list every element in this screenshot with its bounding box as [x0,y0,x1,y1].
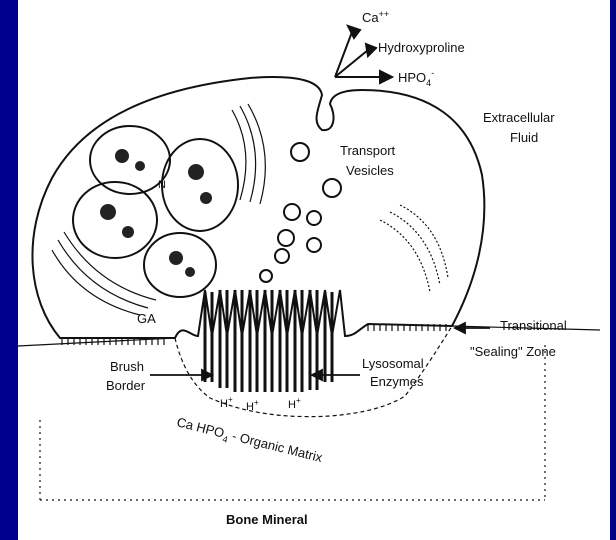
label-extracellular-fluid: Extracellular [483,110,555,125]
label-hydroxyproline: Hydroxyproline [378,40,465,55]
label-brush-border-2: Border [106,378,146,393]
label-transport-vesicles: Transport [340,143,396,158]
label-sealing-zone: "Sealing" Zone [470,344,556,359]
label-brush-border: Brush [110,359,144,374]
label-transitional-zone: Transitional [500,318,567,333]
label-transport-vesicles-2: Vesicles [346,163,394,178]
label-nucleus: N [158,179,166,191]
label-golgi: GA [137,311,156,326]
label-bone-mineral: Bone Mineral [226,512,308,527]
label-extracellular-fluid-2: Fluid [510,130,538,145]
label-lysosomal-enzymes-2: Enzymes [370,374,424,389]
label-lysosomal-enzymes: Lysosomal [362,356,424,371]
